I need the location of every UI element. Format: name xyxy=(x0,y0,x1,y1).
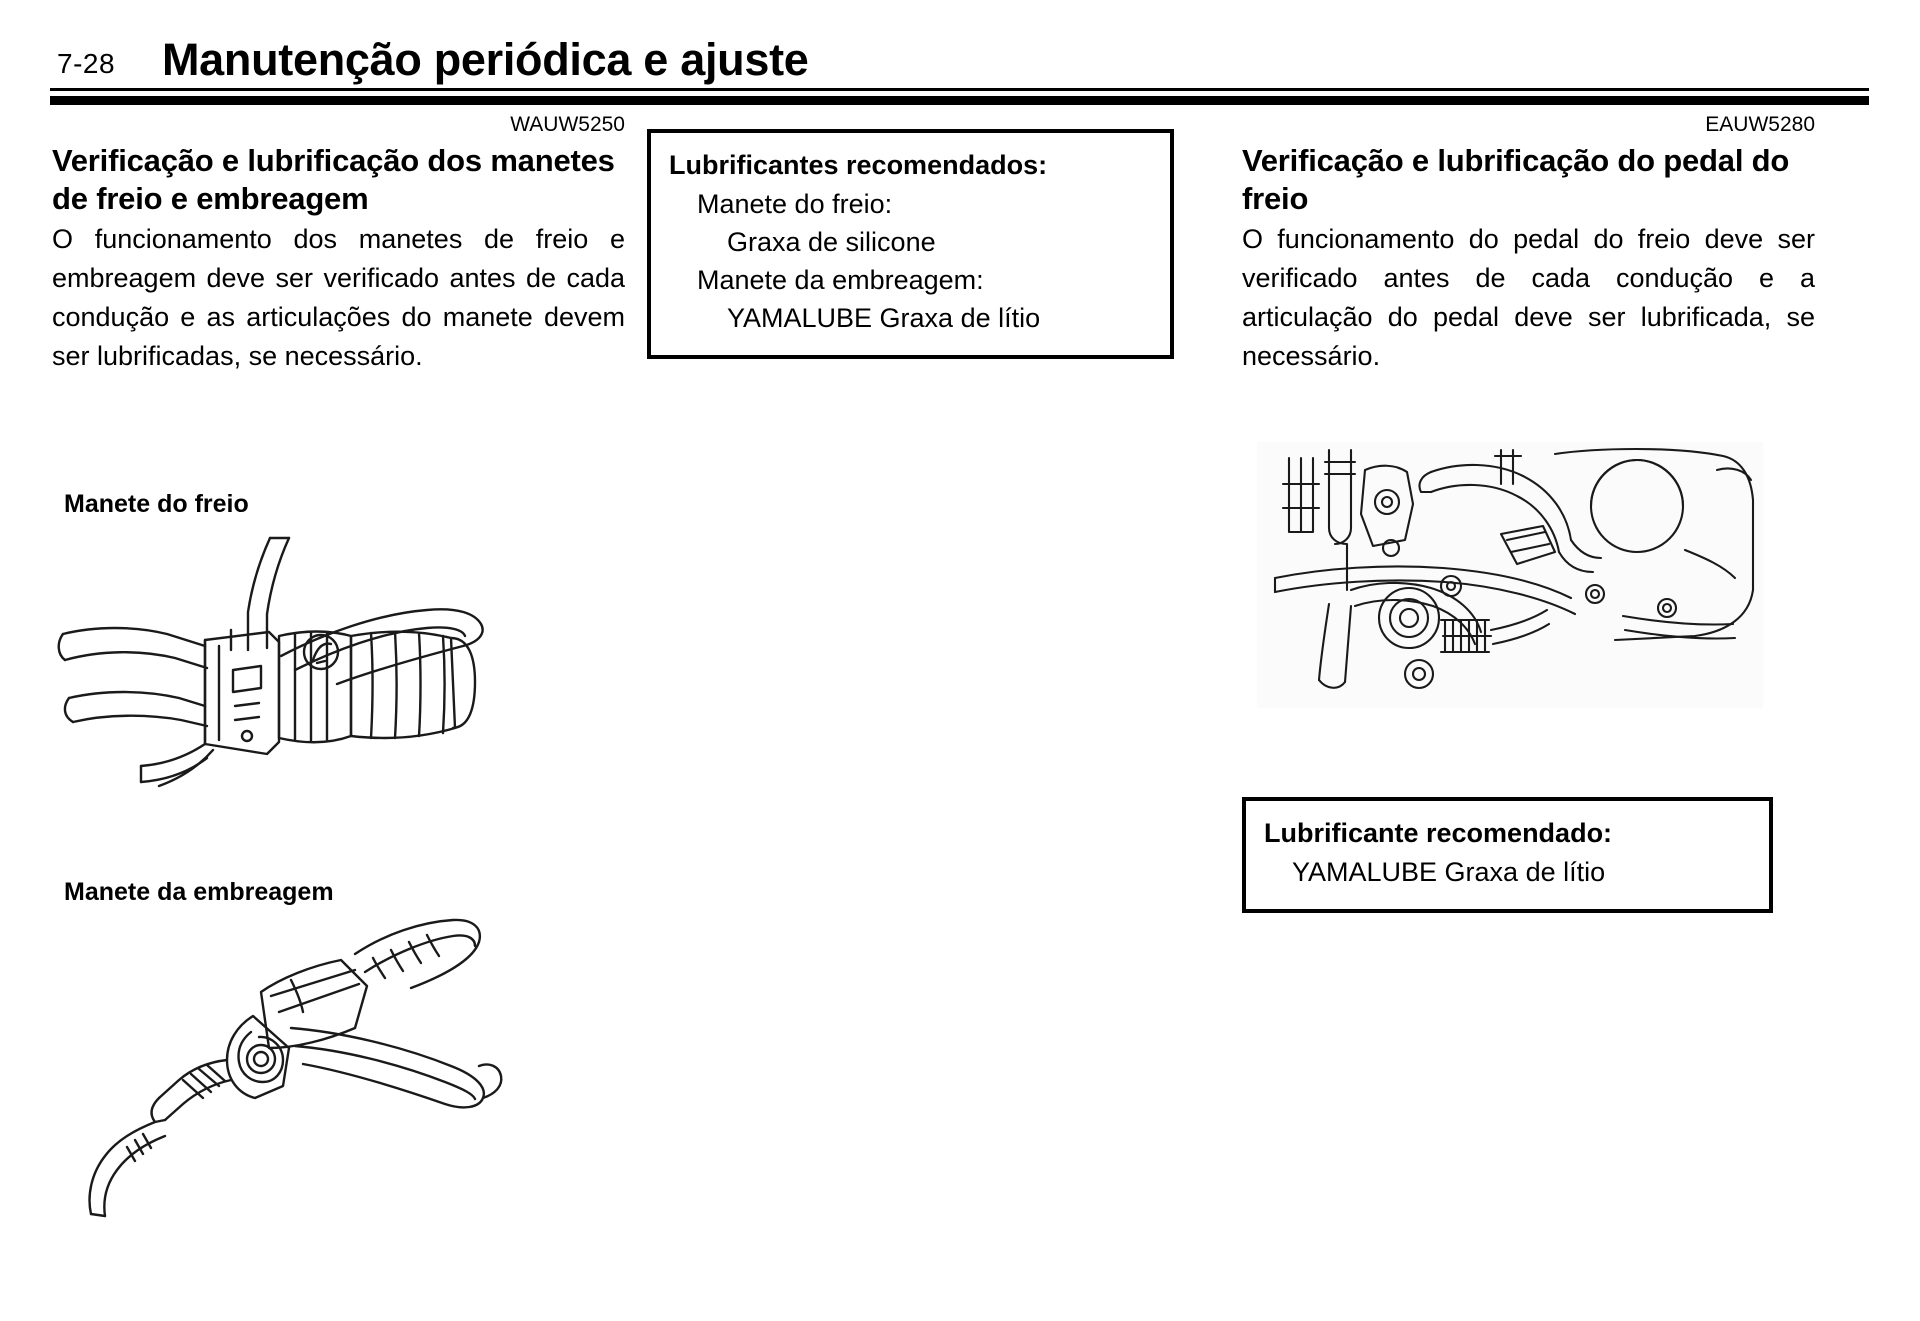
page-title: Manutenção periódica e ajuste xyxy=(162,34,809,85)
header-rule-thin xyxy=(50,88,1869,91)
lubricant-item-value-0: Graxa de silicone xyxy=(727,227,936,257)
lubricant-item-label-1: Manete da embreagem: xyxy=(697,265,984,295)
recommended-lubricant-box: Lubrificante recomendado: YAMALUBE Graxa… xyxy=(1242,797,1773,913)
recommended-lubricants-box: Lubrificantes recomendados: Manete do fr… xyxy=(647,129,1174,359)
section-code-left: WAUW5250 xyxy=(510,113,625,136)
lubricant-item-value-1: YAMALUBE Graxa de lítio xyxy=(727,303,1041,333)
sub-heading-clutch-lever: Manete da embreagem xyxy=(64,878,334,906)
section-body-brake-pedal: O funcionamento do pedal do freio deve s… xyxy=(1242,224,1815,371)
left-column: WAUW5250 Verificação e lubrificação dos … xyxy=(52,112,625,376)
section-heading-brake-pedal: Verificação e lubrificação do pedal do f… xyxy=(1242,143,1790,216)
clutch-lever-diagram xyxy=(55,908,595,1228)
right-column: EAUW5280 Verificação e lubrificação do p… xyxy=(1242,112,1815,376)
sub-heading-brake-lever: Manete do freio xyxy=(64,490,249,518)
section-heading-brake-clutch-levers: Verificação e lubrificação dos manetes d… xyxy=(52,143,615,216)
brake-lever-diagram xyxy=(55,530,595,830)
recommended-lubricant-title: Lubrificante recomendado: xyxy=(1264,818,1613,848)
section-body-brake-clutch-levers: O funcionamento dos manetes de freio e e… xyxy=(52,224,625,371)
section-code-right: EAUW5280 xyxy=(1705,113,1815,136)
page-number: 7-28 xyxy=(57,48,116,79)
recommended-lubricants-title: Lubrificantes recomendados: xyxy=(669,150,1048,180)
recommended-lubricant-value: YAMALUBE Graxa de lítio xyxy=(1292,857,1606,887)
brake-pedal-diagram xyxy=(1255,440,1765,710)
page-header: 7-28 Manutenção periódica e ajuste xyxy=(0,0,1920,105)
lubricant-item-label-0: Manete do freio: xyxy=(697,189,893,219)
header-rule-thick xyxy=(50,96,1869,105)
